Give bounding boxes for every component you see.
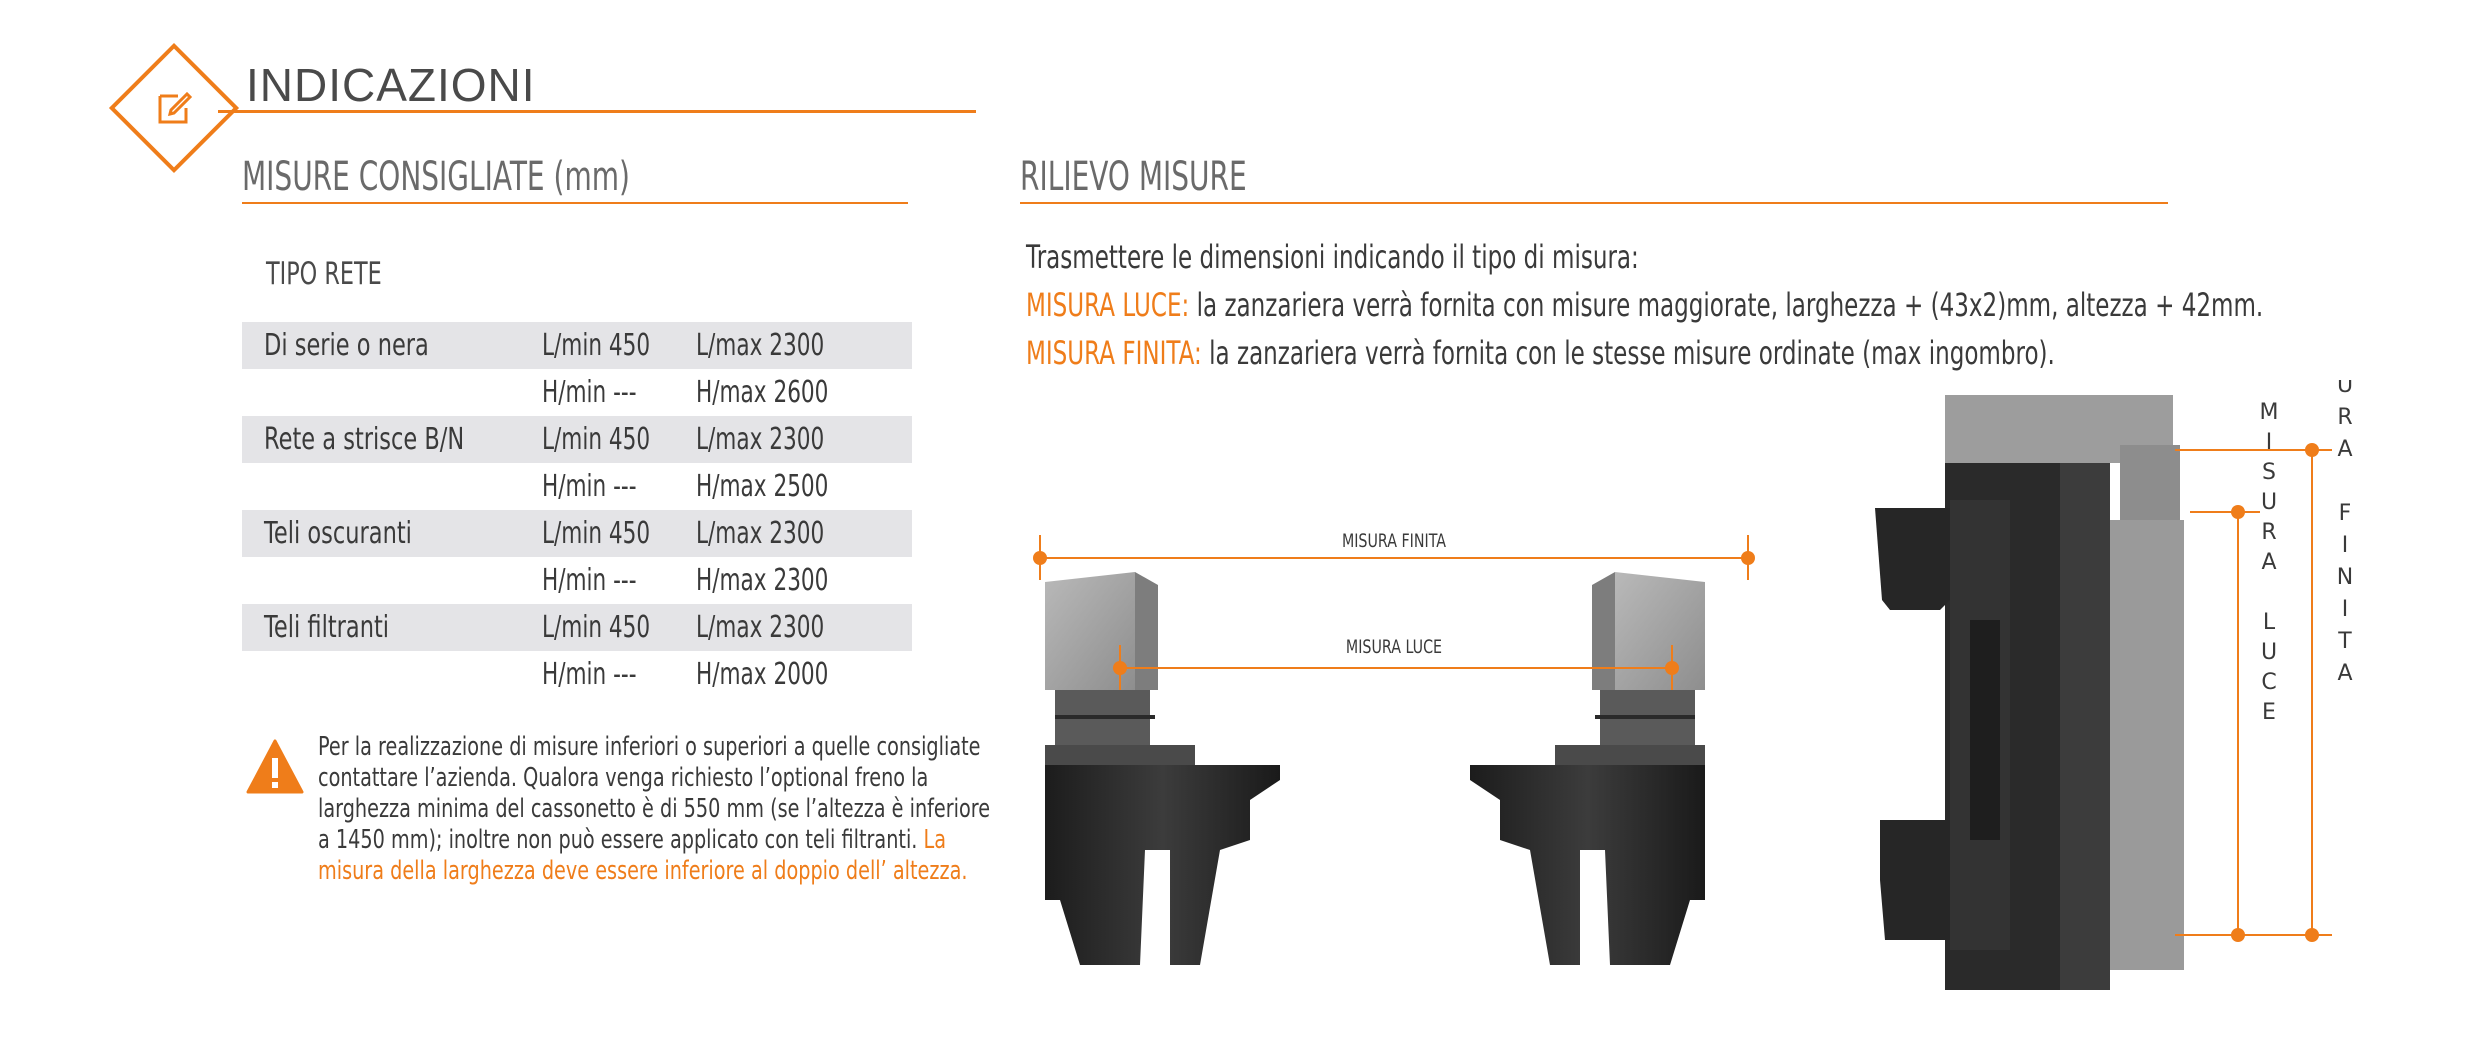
edit-icon (158, 91, 193, 124)
lmax-value: L/max 2300 (696, 610, 825, 645)
finita-diagram-label: MISURA FINITA (1342, 529, 1447, 552)
table-row: Teli oscuranti L/min 450 L/max 2300 (242, 510, 912, 557)
hmax-value: H/max 2500 (696, 469, 829, 504)
hmax-value: H/max 2300 (696, 563, 829, 598)
lmin-value: L/min 450 (542, 516, 651, 551)
table-row: Teli filtranti L/min 450 L/max 2300 (242, 604, 912, 651)
luce-label: MISURA LUCE: (1026, 286, 1190, 324)
table-row: H/min --- H/max 2000 (242, 651, 912, 698)
tipo-rete-label: TIPO RETE (266, 256, 382, 292)
table-row: Di serie o nera L/min 450 L/max 2300 (242, 322, 912, 369)
measurement-diagram: MISURA FINITA MISURA LUCE MISURA LUCE MI… (1033, 380, 2358, 990)
warning-icon (246, 739, 304, 794)
finita-label: MISURA FINITA: (1026, 334, 1202, 372)
right-profile (1470, 572, 1705, 965)
survey-intro: Trasmettere le dimensioni indicando il t… (1026, 238, 1639, 276)
warning-body: Per la realizzazione di misure inferiori… (318, 732, 991, 855)
hmin-value: H/min --- (542, 657, 637, 692)
hmin-value: H/min --- (542, 375, 637, 410)
lmax-value: L/max 2300 (696, 422, 825, 457)
recommended-table: Di serie o nera L/min 450 L/max 2300 H/m… (242, 322, 912, 698)
survey-luce-line: MISURA LUCE: la zanzariera verrà fornita… (1026, 281, 2263, 329)
row-name: Rete a strisce B/N (264, 422, 465, 457)
hmin-value: H/min --- (542, 563, 637, 598)
hmax-value: H/max 2600 (696, 375, 829, 410)
recommended-underline (242, 202, 908, 204)
vertical-profile (1875, 395, 2184, 990)
finita-dimension (1033, 535, 1755, 580)
lmin-value: L/min 450 (542, 610, 651, 645)
warning-highlight: La misura della larghezza deve essere in… (318, 825, 968, 886)
warning-text: Per la realizzazione di misure inferiori… (318, 732, 1006, 887)
vertical-luce-dimension (2190, 505, 2260, 942)
vertical-luce-label: MISURA LUCE (2257, 400, 2282, 730)
finita-text: la zanzariera verrà fornita con le stess… (1209, 334, 2055, 372)
luce-dimension (1113, 645, 1679, 690)
table-row: Rete a strisce B/N L/min 450 L/max 2300 (242, 416, 912, 463)
table-row: H/min --- H/max 2600 (242, 369, 912, 416)
row-name: Di serie o nera (264, 328, 429, 363)
vertical-finita-dimension (2175, 443, 2332, 942)
vertical-finita-label: MISURA FINITA (2333, 380, 2358, 693)
lmax-value: L/max 2300 (696, 516, 825, 551)
survey-finita-line: MISURA FINITA: la zanzariera verrà forni… (1026, 329, 2263, 377)
lmax-value: L/max 2300 (696, 328, 825, 363)
row-name: Teli filtranti (264, 610, 390, 645)
table-row: H/min --- H/max 2300 (242, 557, 912, 604)
hmin-value: H/min --- (542, 469, 637, 504)
survey-underline (1020, 202, 2168, 204)
recommended-title: MISURE CONSIGLIATE (mm) (242, 154, 630, 200)
row-name: Teli oscuranti (264, 516, 412, 551)
lmin-value: L/min 450 (542, 422, 651, 457)
survey-text: Trasmettere le dimensioni indicando il t… (1026, 233, 2263, 377)
table-row: H/min --- H/max 2500 (242, 463, 912, 510)
page-title: INDICAZIONI (246, 59, 536, 111)
luce-text: la zanzariera verrà fornita con misure m… (1196, 286, 2264, 324)
left-profile (1045, 572, 1280, 965)
hmax-value: H/max 2000 (696, 657, 829, 692)
luce-diagram-label: MISURA LUCE (1346, 635, 1442, 658)
survey-title: RILIEVO MISURE (1020, 154, 1247, 200)
lmin-value: L/min 450 (542, 328, 651, 363)
title-underline (218, 110, 976, 113)
